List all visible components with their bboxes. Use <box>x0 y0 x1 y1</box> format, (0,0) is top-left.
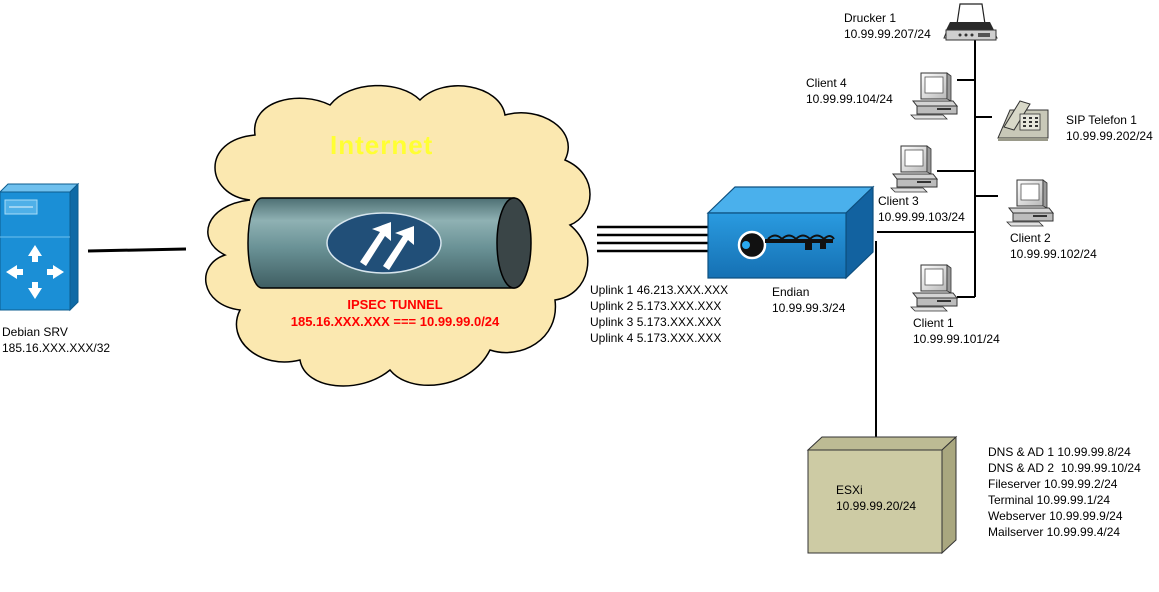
uplink-1: Uplink 1 46.213.XXX.XXX <box>590 283 729 297</box>
vpn-arrows-icon <box>326 212 442 274</box>
cloud-title: Internet <box>330 130 434 160</box>
debian-ip: 185.16.XXX.XXX/32 <box>2 341 111 355</box>
endian-name: Endian <box>772 285 810 299</box>
debian-name: Debian SRV <box>2 325 68 339</box>
vm-list: DNS & AD 1 10.99.99.8/24 DNS & AD 2 10.9… <box>988 444 1141 540</box>
client1-ip: 10.99.99.101/24 <box>913 332 1000 346</box>
client2-label: Client 2 10.99.99.102/24 <box>1010 230 1097 262</box>
tunnel-label: IPSEC TUNNEL 185.16.XXX.XXX === 10.99.99… <box>262 296 528 330</box>
printer-label: Drucker 1 10.99.99.207/24 <box>844 10 931 42</box>
vm-fileserver: Fileserver 10.99.99.2/24 <box>988 477 1118 491</box>
link-debian-cloud <box>87 247 187 253</box>
vm-dns-ad-1: DNS & AD 1 10.99.99.8/24 <box>988 445 1131 459</box>
uplink-3: Uplink 3 5.173.XXX.XXX <box>590 315 722 329</box>
tunnel-title: IPSEC TUNNEL <box>347 297 443 312</box>
client1-computer <box>910 264 958 312</box>
telephone-icon <box>997 100 1049 141</box>
esxi-label: ESXi 10.99.99.20/24 <box>836 482 916 514</box>
uplink-2: Uplink 2 5.173.XXX.XXX <box>590 299 722 313</box>
client1-name: Client 1 <box>913 316 954 330</box>
client4-name: Client 4 <box>806 76 847 90</box>
client3-name: Client 3 <box>878 194 919 208</box>
tunnel-route: 185.16.XXX.XXX === 10.99.99.0/24 <box>290 314 500 329</box>
client4-computer <box>910 72 958 120</box>
uplink-4: Uplink 4 5.173.XXX.XXX <box>590 331 722 345</box>
vm-mailserver: Mailserver 10.99.99.4/24 <box>988 525 1121 539</box>
client4-label: Client 4 10.99.99.104/24 <box>806 75 893 107</box>
sip-label: SIP Telefon 1 10.99.99.202/24 <box>1066 112 1153 144</box>
uplink-list: Uplink 1 46.213.XXX.XXX Uplink 2 5.173.X… <box>590 282 728 346</box>
client1-label: Client 1 10.99.99.101/24 <box>913 315 1000 347</box>
endian-ip: 10.99.99.3/24 <box>772 301 846 315</box>
connection-lines <box>87 40 998 438</box>
client3-computer <box>890 145 938 193</box>
esxi-server-box <box>806 435 958 555</box>
client4-ip: 10.99.99.104/24 <box>806 92 893 106</box>
client3-label: Client 3 10.99.99.103/24 <box>878 193 965 225</box>
ipsec-tunnel <box>247 197 532 289</box>
client2-computer <box>1006 179 1054 227</box>
vm-webserver: Webserver 10.99.99.9/24 <box>988 509 1123 523</box>
vm-terminal: Terminal 10.99.99.1/24 <box>988 493 1111 507</box>
sip-ip: 10.99.99.202/24 <box>1066 129 1153 143</box>
client2-ip: 10.99.99.102/24 <box>1010 247 1097 261</box>
printer-ip: 10.99.99.207/24 <box>844 27 931 41</box>
router-switch-icon <box>0 182 80 312</box>
endian-label: Endian 10.99.99.3/24 <box>772 284 845 316</box>
client3-ip: 10.99.99.103/24 <box>878 210 965 224</box>
uplink-bundle <box>597 225 712 253</box>
vm-dns-ad-2: DNS & AD 2 10.99.99.10/24 <box>988 461 1141 475</box>
key-firewall-icon <box>706 185 875 280</box>
fax-printer-icon <box>943 3 998 41</box>
client2-name: Client 2 <box>1010 231 1051 245</box>
printer-name: Drucker 1 <box>844 11 897 25</box>
sip-name: SIP Telefon 1 <box>1066 113 1137 127</box>
esxi-name: ESXi <box>836 483 863 497</box>
esxi-ip: 10.99.99.20/24 <box>836 499 917 513</box>
debian-label: Debian SRV 185.16.XXX.XXX/32 <box>2 324 110 356</box>
